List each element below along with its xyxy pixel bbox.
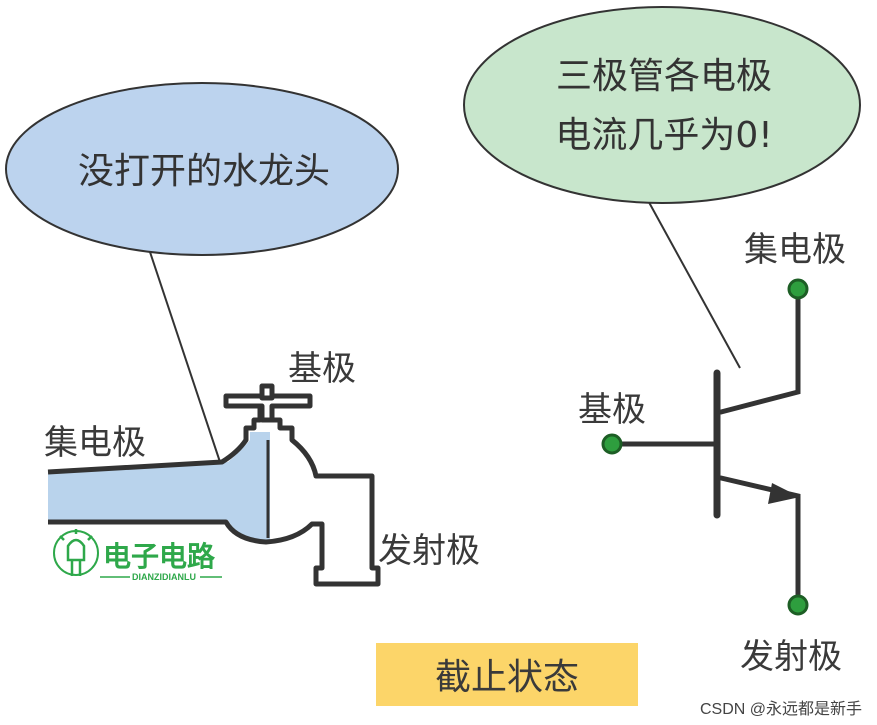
faucet-handle [223,393,313,423]
transistor-base-label: 基极 [578,390,646,430]
transistor-bubble-pointer [644,194,741,369]
transistor-emitter-label: 发射极 [740,637,842,677]
state-box-background [376,643,638,706]
logo-text: 电子电路 [103,540,216,573]
cutoff-state-box: 截止状态 [376,643,638,706]
transistor-bubble-line1: 三极管各电极 [556,56,772,97]
faucet-bubble-shape [5,82,399,256]
water-faucet [47,383,381,587]
npn-transistor-symbol [611,287,801,608]
faucet-inflow-pipe [48,432,270,540]
faucet-handle-knob [259,383,275,401]
state-box-text: 截止状态 [435,657,579,698]
transistor-collector-label: 集电极 [744,230,846,270]
faucet-speech-bubble: 没打开的水龙头 [5,82,399,463]
emitter-terminal-dot [787,594,809,616]
faucet-collector-label: 集电极 [44,423,146,463]
dianzidianlu-logo: 电子电路 DIANZIDIANLU [53,529,222,582]
emitter-arrow [768,483,800,504]
faucet-bubble-pointer [149,251,221,463]
csdn-watermark: CSDN @永远都是新手 [700,700,862,718]
faucet-base-label: 基极 [288,349,356,389]
faucet-outline-top [47,402,381,587]
transistor-bubble-line2: 电流几乎为0! [555,115,772,156]
led-icon [53,529,99,576]
faucet-bubble-text: 没打开的水龙头 [78,151,330,192]
base-terminal-dot [601,433,623,455]
collector-terminal-dot [787,278,809,300]
faucet-body-right [270,432,376,582]
transistor-speech-bubble: 三极管各电极 电流几乎为0! [463,6,861,369]
transistor-bubble-shape [463,6,861,204]
faucet-emitter-label: 发射极 [378,531,480,571]
logo-subtext: DIANZIDIANLU [132,572,196,582]
collector-lead [718,287,801,415]
